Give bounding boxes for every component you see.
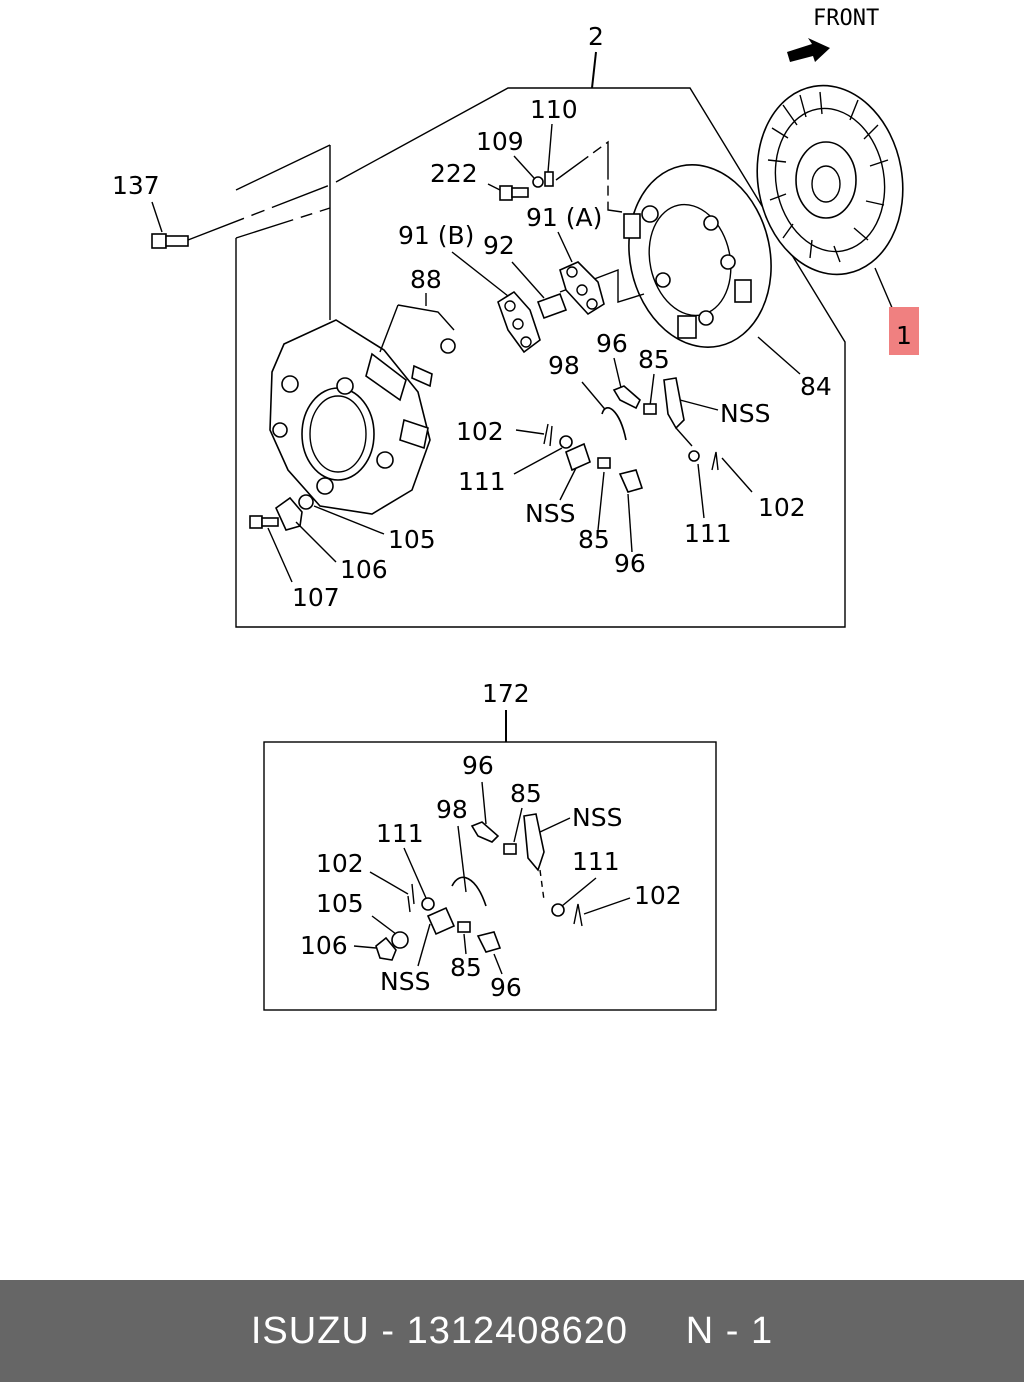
label-91b: 91 (B) [398, 221, 474, 250]
spring-92 [536, 292, 568, 320]
footer-page: N - 1 [685, 1309, 774, 1352]
label-85-lower: 85 [578, 525, 610, 554]
bolt-137 [151, 233, 189, 249]
part-1-highlight [889, 307, 919, 355]
nut-105-kit [391, 931, 409, 949]
bracket-nss-lower [565, 442, 591, 472]
washer-106 [274, 496, 303, 531]
strut-nss-upper [663, 377, 685, 430]
exploded-parts-diagram: FRONT 1 84 [112, 6, 919, 1011]
clutch-disc [756, 84, 904, 276]
label-111-kit-left: 111 [376, 819, 424, 848]
label-110: 110 [530, 95, 578, 124]
lever-91b [497, 290, 541, 354]
bracket-nss-kit [426, 906, 456, 936]
label-105-kit: 105 [316, 889, 364, 918]
pressure-plate [623, 164, 772, 348]
label-96-upper: 96 [596, 329, 628, 358]
label-111-upper-left: 111 [458, 467, 506, 496]
label-96-kit-top: 96 [462, 751, 494, 780]
label-96-kit-bottom: 96 [490, 973, 522, 1002]
repair-kit-frame [263, 741, 717, 1011]
label-107: 107 [292, 583, 340, 612]
label-102-right: 102 [758, 493, 806, 522]
washer-106-kit [375, 936, 397, 961]
label-102-upper-left: 102 [456, 417, 504, 446]
label-96-lower: 96 [614, 549, 646, 578]
label-1: 1 [896, 321, 912, 350]
label-nss-upper: NSS [720, 399, 770, 428]
pin-96-kit-top [470, 821, 500, 843]
footer-brand: ISUZU [250, 1309, 370, 1352]
bolt-107 [249, 515, 263, 529]
label-98-kit: 98 [436, 795, 468, 824]
label-nss-kit-bottom: NSS [380, 967, 430, 996]
label-2: 2 [588, 22, 604, 51]
footer-part-number: 1312408620 [406, 1309, 628, 1352]
label-85-kit-bottom: 85 [450, 953, 482, 982]
label-85-upper: 85 [638, 345, 670, 374]
label-88: 88 [410, 265, 442, 294]
pin-96-upper [612, 385, 641, 410]
label-91a: 91 (A) [526, 203, 602, 232]
label-111-right: 111 [684, 519, 732, 548]
footer-bar: ISUZU - 1312408620 N - 1 [0, 1280, 1024, 1382]
spring-98-kit [451, 876, 487, 907]
label-nss-kit-top: NSS [572, 803, 622, 832]
label-85-kit-top: 85 [510, 779, 542, 808]
label-106-upper: 106 [340, 555, 388, 584]
front-arrow-icon [787, 38, 830, 62]
label-109: 109 [476, 127, 524, 156]
label-172: 172 [482, 679, 530, 708]
footer-separator: - [381, 1309, 396, 1352]
clutch-cover [269, 319, 456, 515]
label-98-upper: 98 [548, 351, 580, 380]
label-106-kit: 106 [300, 931, 348, 960]
pressure-plate-assembly-frame [235, 51, 846, 628]
label-102-kit-left: 102 [316, 849, 364, 878]
label-137: 137 [112, 171, 160, 200]
label-105-upper: 105 [388, 525, 436, 554]
nut-105 [298, 494, 314, 510]
lever-91a [559, 261, 605, 316]
spring-98-upper [601, 407, 627, 441]
bolt-222 [499, 185, 513, 201]
strut-nss-kit [523, 813, 545, 872]
label-nss-lower: NSS [525, 499, 575, 528]
label-102-kit-right: 102 [634, 881, 682, 910]
front-label: FRONT [813, 6, 879, 31]
label-111-kit-right: 111 [572, 847, 620, 876]
label-92: 92 [483, 231, 515, 260]
label-84: 84 [800, 372, 832, 401]
label-222: 222 [430, 159, 478, 188]
